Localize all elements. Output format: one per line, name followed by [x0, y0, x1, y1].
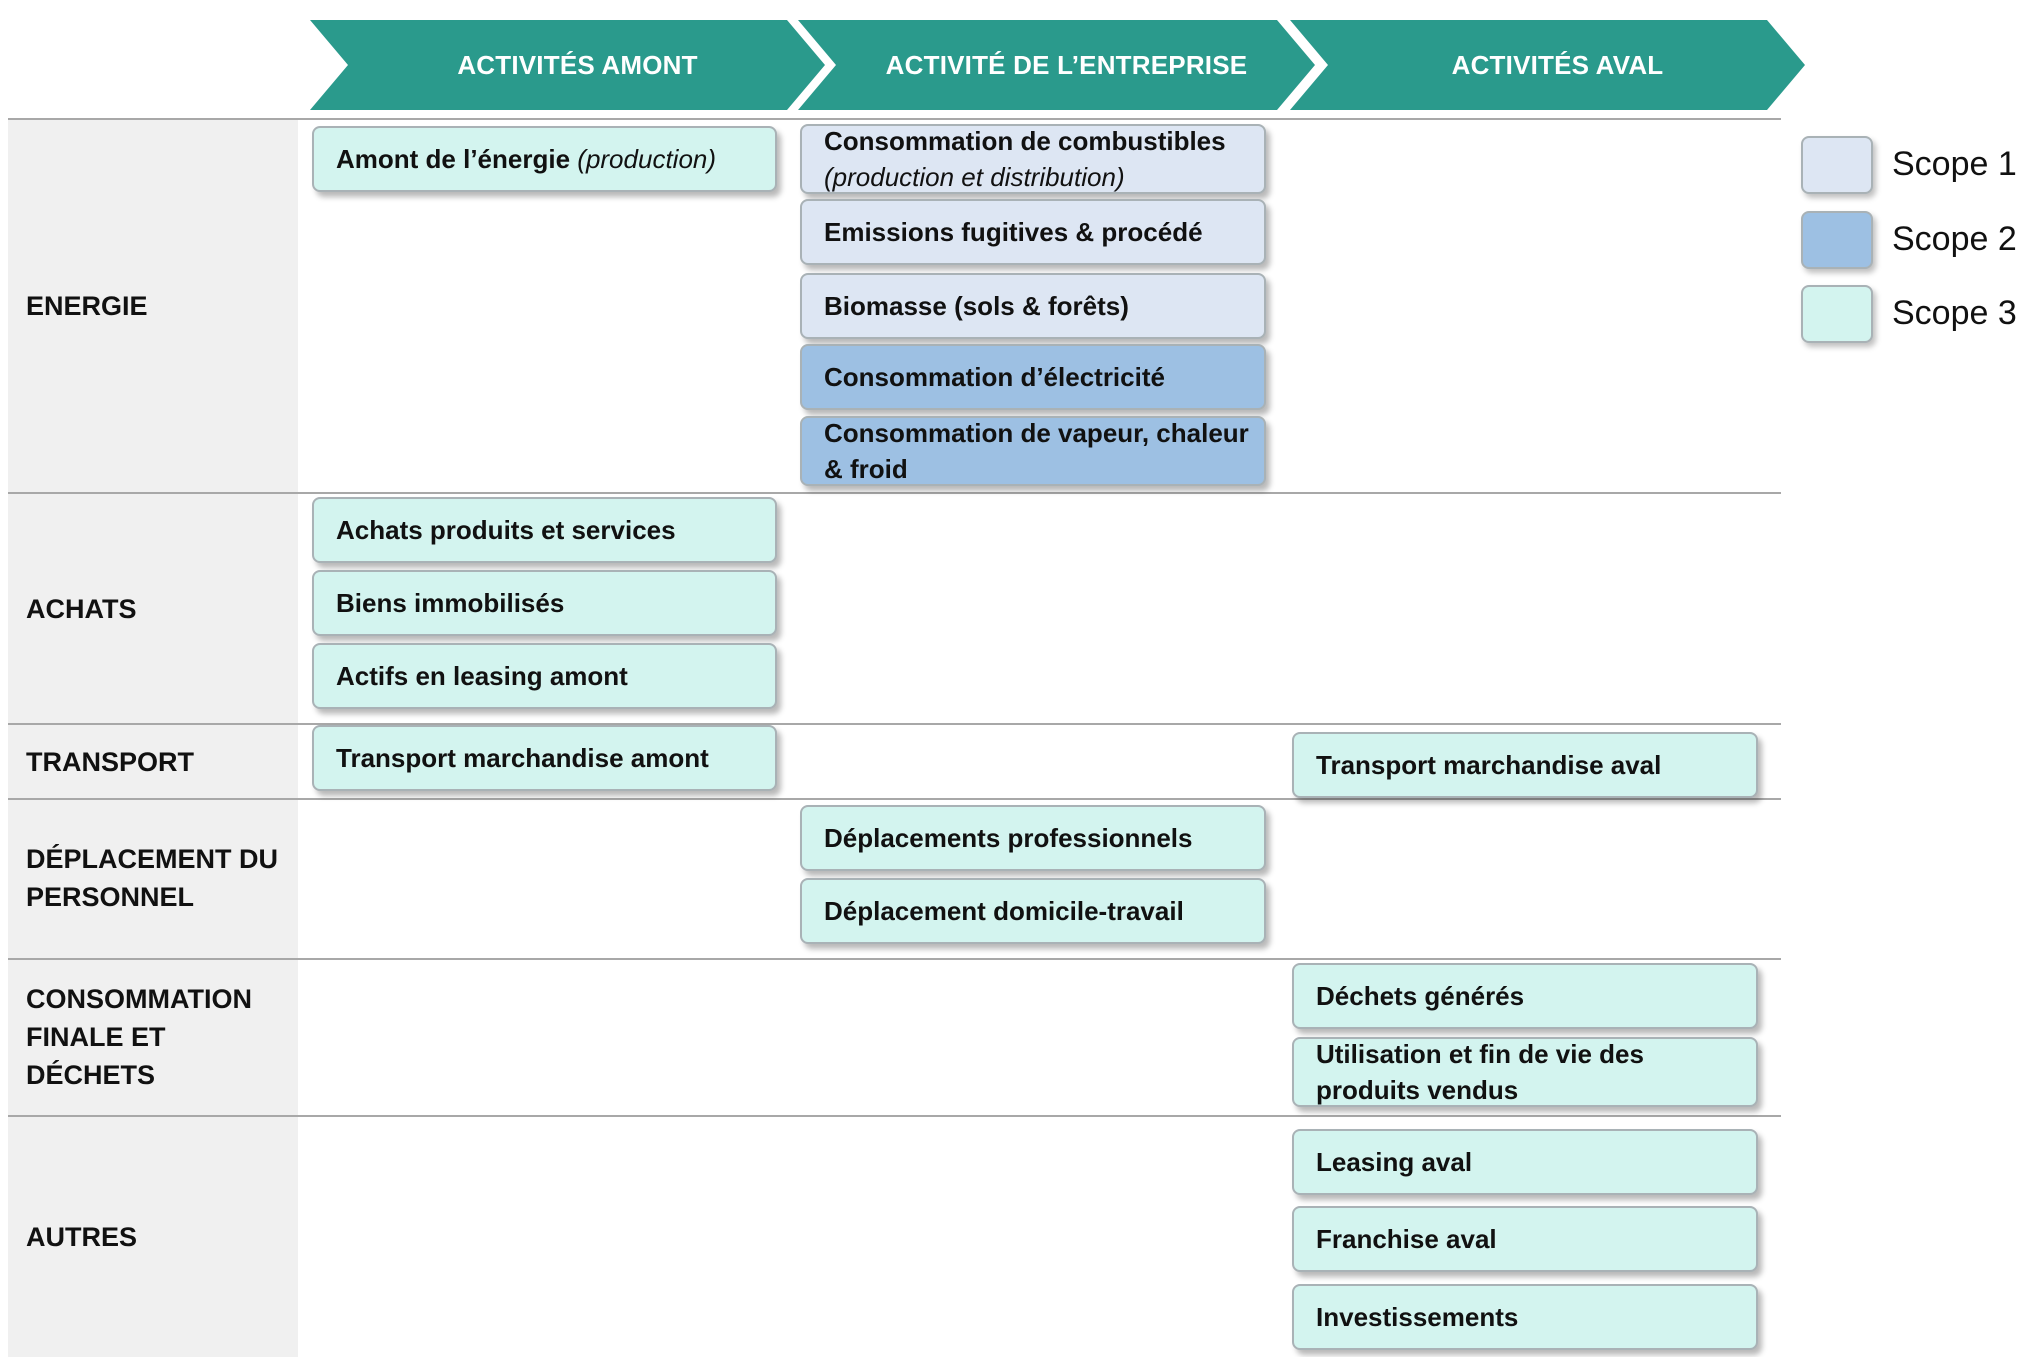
box-label: Franchise aval [1316, 1224, 1497, 1254]
box-label: Actifs en leasing amont [336, 661, 628, 691]
box-label: Amont de l’énergie [336, 144, 571, 174]
box-label: Investissements [1316, 1302, 1519, 1332]
box-label: Leasing aval [1316, 1147, 1473, 1177]
box-label-line2: produits vendus [1316, 1075, 1519, 1105]
box-leasing-aval: Leasing aval [1292, 1129, 1758, 1195]
row-label-energie: ENERGIE [26, 291, 148, 321]
box-utilisation-fin-vie: Utilisation et fin de vie des produits v… [1292, 1037, 1758, 1107]
box-deplacement-domicile: Déplacement domicile-travail [800, 878, 1266, 944]
row-label-bg-achats [8, 494, 298, 723]
box-label: Déplacement domicile-travail [824, 896, 1184, 926]
row-label-bg-consommation [8, 960, 298, 1115]
box-label: Biomasse (sols & forêts) [824, 291, 1129, 321]
column-header-aval-label: ACTIVITÉS AVAL [1451, 49, 1664, 80]
box-label: Déplacements professionnels [824, 823, 1193, 853]
legend-label-scope3: Scope 3 [1892, 294, 2017, 332]
box-biomasse: Biomasse (sols & forêts) [800, 273, 1266, 339]
row-divider [8, 723, 1781, 725]
column-header-aval: ACTIVITÉS AVAL [1290, 20, 1805, 110]
row-divider [8, 958, 1781, 960]
box-label: Transport marchandise aval [1316, 750, 1662, 780]
column-header-amont: ACTIVITÉS AMONT [310, 20, 825, 110]
row-label-bg-deplacement [8, 800, 298, 958]
box-label: Utilisation et fin de vie des [1316, 1039, 1644, 1069]
column-header-entreprise-label: ACTIVITÉ DE L’ENTREPRISE [885, 49, 1248, 80]
row-divider [8, 1115, 1781, 1117]
row-label-bg-energie [8, 120, 298, 492]
box-label: Consommation de combustibles [824, 126, 1226, 156]
row-divider [8, 118, 1781, 120]
legend-swatch-scope1 [1801, 136, 1873, 194]
legend-swatch-scope3 [1801, 285, 1873, 343]
row-label-autres: AUTRES [26, 1222, 138, 1252]
box-transport-aval: Transport marchandise aval [1292, 732, 1758, 798]
box-label: Transport marchandise amont [336, 743, 709, 773]
box-label: Déchets générés [1316, 981, 1525, 1011]
box-conso-combustibles: Consommation de combustibles (production… [800, 124, 1266, 194]
column-header-amont-label: ACTIVITÉS AMONT [457, 49, 698, 80]
legend-label-scope1: Scope 1 [1892, 145, 2017, 183]
box-actifs-leasing-amont: Actifs en leasing amont [312, 643, 777, 709]
box-label-line2: & froid [824, 454, 908, 484]
box-label: Consommation de vapeur, chaleur [824, 418, 1249, 448]
row-divider [8, 492, 1781, 494]
box-label: Consommation d’électricité [824, 362, 1165, 392]
row-label-deplacement: DÉPLACEMENT DU PERSONNEL [26, 844, 279, 912]
legend-swatch-scope2 [1801, 211, 1873, 269]
box-franchise-aval: Franchise aval [1292, 1206, 1758, 1272]
box-achats-produits: Achats produits et services [312, 497, 777, 563]
box-dechets: Déchets générés [1292, 963, 1758, 1029]
box-transport-amont: Transport marchandise amont [312, 725, 777, 791]
row-label-transport: TRANSPORT [26, 747, 194, 777]
box-label: Achats produits et services [336, 515, 676, 545]
row-label-consommation: CONSOMMATION FINALE ET DÉCHETS [26, 984, 252, 1090]
box-amont-energie: Amont de l’énergie (production) [312, 126, 777, 192]
row-label-bg-autres [8, 1117, 298, 1357]
box-label: Biens immobilisés [336, 588, 565, 618]
legend-label-scope2: Scope 2 [1892, 220, 2017, 258]
row-divider [8, 798, 1781, 800]
box-biens-immobilises: Biens immobilisés [312, 570, 777, 636]
box-investissements: Investissements [1292, 1284, 1758, 1350]
box-conso-electricite: Consommation d’électricité [800, 344, 1266, 410]
row-label-achats: ACHATS [26, 594, 137, 624]
column-header-entreprise: ACTIVITÉ DE L’ENTREPRISE [798, 20, 1315, 110]
box-italic-note: (production et distribution) [824, 162, 1125, 192]
box-emissions-fugitives: Emissions fugitives & procédé [800, 199, 1266, 265]
box-deplacements-pro: Déplacements professionnels [800, 805, 1266, 871]
box-label: Emissions fugitives & procédé [824, 217, 1203, 247]
row-label-bg-transport [8, 725, 298, 798]
box-conso-vapeur: Consommation de vapeur, chaleur & froid [800, 416, 1266, 486]
box-italic-note: (production) [577, 144, 717, 174]
